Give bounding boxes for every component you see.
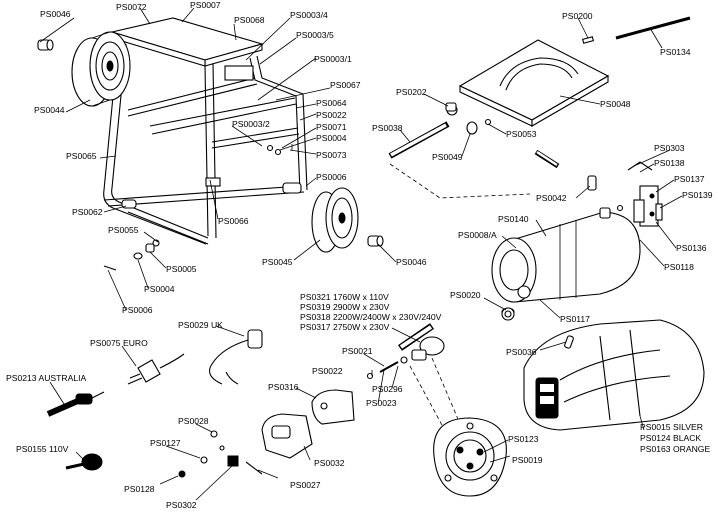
label-ps0134: PS0134	[660, 47, 691, 57]
label-ps0045: PS0045	[262, 257, 293, 267]
label-ps0065: PS0065	[66, 151, 97, 161]
label-ps0064: PS0064	[316, 98, 347, 108]
euro-plug	[127, 353, 185, 385]
label-ps0008a: PS0008/A	[458, 230, 497, 240]
label-ps0124-black: PS0124 BLACK	[640, 433, 701, 443]
label-ps0066: PS0066	[218, 216, 249, 226]
label-ps0055: PS0055	[108, 225, 139, 235]
label-ps0015-silver: PS0015 SILVER	[640, 422, 703, 432]
label-ps0006-frame: PS0006	[316, 172, 347, 182]
element-rod	[388, 102, 560, 199]
label-ps0068: PS0068	[234, 15, 265, 25]
knob-left	[37, 39, 54, 51]
label-ps0020: PS0020	[450, 290, 481, 300]
label-ps0007: PS0007	[190, 0, 221, 10]
label-ps0303: PS0303	[654, 143, 685, 153]
cover-plate	[311, 389, 355, 425]
label-ps0036: PS0036	[506, 347, 537, 357]
label-ps0128: PS0128	[124, 484, 155, 494]
element-flange	[433, 417, 507, 497]
label-ps0316: PS0316	[268, 382, 299, 392]
label-ps0296: PS0296	[372, 384, 403, 394]
label-ps0003-2: PS0003/2	[232, 119, 270, 129]
label-ps0202: PS0202	[396, 87, 427, 97]
label-ps0028: PS0028	[178, 416, 209, 426]
label-ps0004-bottom: PS0004	[144, 284, 175, 294]
label-ps0023: PS0023	[366, 398, 397, 408]
australia-plug	[46, 391, 105, 417]
label-ps0048: PS0048	[600, 99, 631, 109]
label-ps0073: PS0073	[316, 150, 347, 160]
label-ps0071: PS0071	[316, 122, 347, 132]
label-ps0062: PS0062	[72, 207, 103, 217]
label-ps0053: PS0053	[506, 129, 537, 139]
label-ps0038: PS0038	[372, 123, 403, 133]
label-ps0075-euro: PS0075 EURO	[90, 338, 148, 348]
label-ps0046-knob: PS0046	[40, 9, 71, 19]
leader-lines	[39, 7, 683, 501]
label-ps0213-australia: PS0213 AUSTRALIA	[6, 373, 87, 383]
heating-element	[398, 307, 515, 463]
label-ps0072: PS0072	[116, 2, 147, 12]
label-ps0317: PS0317 2750W x 230V	[300, 322, 390, 332]
label-ps0022-frame: PS0022	[316, 110, 347, 120]
label-ps0137: PS0137	[674, 174, 705, 184]
small-fittings-bottom	[178, 430, 263, 478]
label-ps0005: PS0005	[166, 264, 197, 274]
uk-plug-cable	[209, 329, 263, 385]
label-ps0032: PS0032	[314, 458, 345, 468]
label-ps0022-element: PS0022	[312, 366, 343, 376]
label-ps0117: PS0117	[560, 314, 590, 324]
cable-reel-right	[311, 187, 359, 253]
label-ps0139: PS0139	[682, 190, 713, 200]
label-ps0318: PS0318 2200W/2400W x 230V/240V	[300, 312, 442, 322]
label-ps0046-right: PS0046	[396, 257, 427, 267]
label-ps0029-uk: PS0029 UK	[178, 320, 223, 330]
terminal-cover	[261, 413, 313, 459]
label-ps0067: PS0067	[330, 80, 361, 90]
label-ps0019: PS0019	[512, 455, 543, 465]
label-ps0155-110v: PS0155 110V	[16, 444, 69, 454]
cable-reel-left	[71, 31, 131, 107]
label-ps0049: PS0049	[432, 152, 463, 162]
handle-lid	[458, 39, 610, 127]
label-ps0302: PS0302	[166, 500, 197, 510]
label-ps0042: PS0042	[536, 193, 567, 203]
water-tank	[491, 207, 641, 317]
label-ps0136: PS0136	[676, 243, 707, 253]
110v-plug	[65, 453, 103, 471]
label-ps0140: PS0140	[498, 214, 529, 224]
label-ps0118: PS0118	[664, 262, 694, 272]
label-ps0319: PS0319 2900W x 230V	[300, 302, 390, 312]
label-ps0123: PS0123	[508, 434, 539, 444]
label-ps0321: PS0321 1760W x 110V	[300, 292, 389, 302]
label-ps0044: PS0044	[34, 105, 65, 115]
label-ps0006-bottom: PS0006	[122, 305, 153, 315]
label-ps0200: PS0200	[562, 11, 593, 21]
label-ps0138: PS0138	[654, 158, 685, 168]
label-ps0004-frame: PS0004	[316, 133, 347, 143]
label-ps0021: PS0021	[342, 346, 373, 356]
label-ps0127: PS0127	[150, 438, 181, 448]
label-ps0003-4: PS0003/4	[290, 10, 328, 20]
label-ps0163-orange: PS0163 ORANGE	[640, 444, 710, 454]
label-ps0003-5: PS0003/5	[296, 30, 334, 40]
label-ps0027: PS0027	[290, 480, 321, 490]
part-labels: PS0046 PS0072 PS0007 PS0068 PS0003/4 PS0…	[6, 0, 713, 510]
knob-right	[367, 235, 384, 247]
label-ps0003-1: PS0003/1	[314, 54, 352, 64]
thermostat-bracket	[616, 161, 663, 227]
outer-casing	[523, 319, 705, 431]
trolley-frame	[103, 17, 308, 245]
